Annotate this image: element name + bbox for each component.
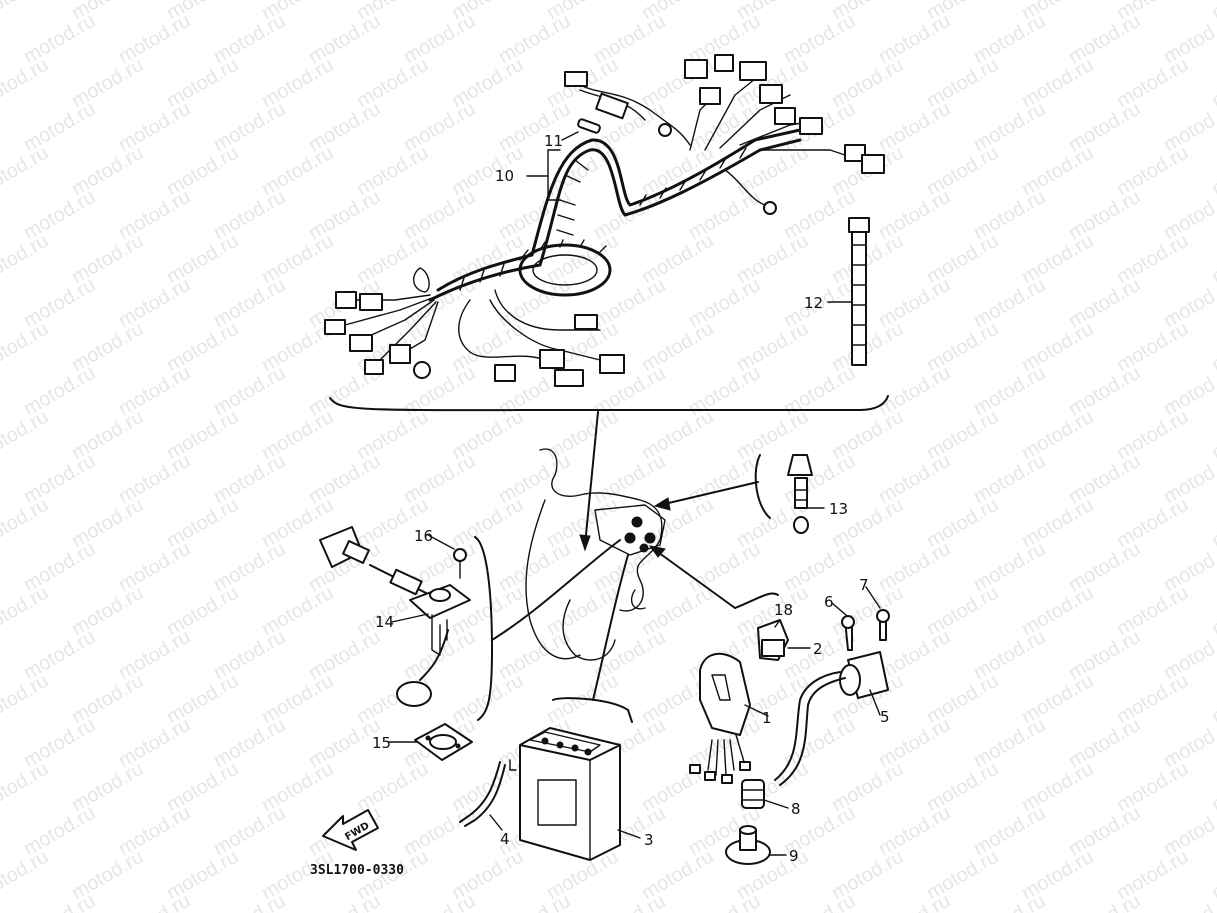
watermark-text: motod.ru [875,890,954,913]
watermark-text: motod.ru [1160,450,1217,509]
callout-6: 6 [824,593,834,611]
ignition-unit-drawing [689,592,789,784]
watermark-text: motod.ru [1208,494,1217,553]
callout-13: 13 [829,500,848,518]
callout-1: 1 [762,709,772,727]
battery-drawing [459,697,633,861]
ignition-coil-drawing [725,609,890,865]
watermark-text: motod.ru [495,890,574,913]
watermark-text: motod.ru [1208,230,1217,289]
callout-5: 5 [880,708,890,726]
callout-8: 8 [791,800,801,818]
cable-band-drawing [848,217,870,366]
watermark-text: motod.ru [1208,758,1217,817]
watermark-text: motod.ru [400,890,479,913]
watermark-text: motod.ru [1160,274,1217,333]
watermark-text: motod.ru [20,890,99,913]
watermark-text: motod.ru [1160,98,1217,157]
watermark-text: motod.ru [0,54,52,113]
gasket-drawing [414,723,473,761]
watermark-text: motod.ru [115,890,194,913]
watermark-text: motod.ru [0,406,52,465]
watermark-text: motod.ru [1160,802,1217,861]
callout-2: 2 [813,640,823,658]
watermark-text: motod.ru [1208,670,1217,729]
callout-12: 12 [804,294,823,312]
watermark-text: motod.ru [590,890,669,913]
harness-group-brace [329,395,889,412]
callout-9: 9 [789,847,799,865]
callout-leaders [387,131,881,856]
watermark-text: motod.ru [0,846,52,905]
watermark-text: motod.ru [1160,538,1217,597]
watermark-text: motod.ru [0,582,52,641]
watermark-text: motod.ru [0,142,52,201]
callout-numbers: 1 2 3 4 5 6 7 8 9 10 11 12 13 14 15 16 1… [372,132,890,865]
watermark-text: motod.ru [1160,10,1217,69]
watermark-text: motod.ru [970,890,1049,913]
watermark-text: motod.ru [1208,54,1217,113]
watermark-text: motod.ru [1160,714,1217,773]
wire-harness-drawing [324,54,885,387]
callout-15: 15 [372,734,391,752]
watermark-text: motod.ru [685,890,764,913]
watermark-text: motod.ru [780,890,859,913]
callout-3: 3 [644,831,654,849]
callout-10: 10 [495,167,514,185]
callout-16: 16 [414,527,433,545]
part-code: 3SL1700-0330 [310,863,404,878]
callout-14: 14 [375,613,394,631]
watermark-text: motod.ru [305,890,384,913]
callout-11: 11 [544,132,563,150]
watermark-text: motod.ru [1208,406,1217,465]
watermark-text: motod.ru [0,670,52,729]
watermark-text: motod.ru [0,318,52,377]
watermark-text: motod.ru [210,890,289,913]
watermark-text: motod.ru [1160,186,1217,245]
watermark-text: motod.ru [1065,890,1144,913]
watermark-text: motod.ru [1208,0,1217,24]
watermark-text: motod.ru [1208,582,1217,641]
watermark-text: motod.ru [0,0,52,24]
watermark-text: motod.ru [0,758,52,817]
fuel-sender-drawing [319,526,493,721]
assembly-arrows [491,411,759,701]
watermark-text: motod.ru [1160,362,1217,421]
watermark-text: motod.ru [1208,142,1217,201]
callout-4: 4 [500,830,510,848]
watermark-text: motod.ru [1208,846,1217,905]
watermark-text: motod.ru [0,230,52,289]
motorcycle-frame-outline [525,448,666,661]
watermark-text: motod.ru [1160,890,1217,913]
part-13-drawing [754,454,813,534]
callout-18: 18 [774,601,793,619]
watermark-text: motod.ru [1160,626,1217,685]
callout-7: 7 [859,576,869,594]
watermark-text: motod.ru [0,494,52,553]
watermark-text: motod.ru [1208,318,1217,377]
